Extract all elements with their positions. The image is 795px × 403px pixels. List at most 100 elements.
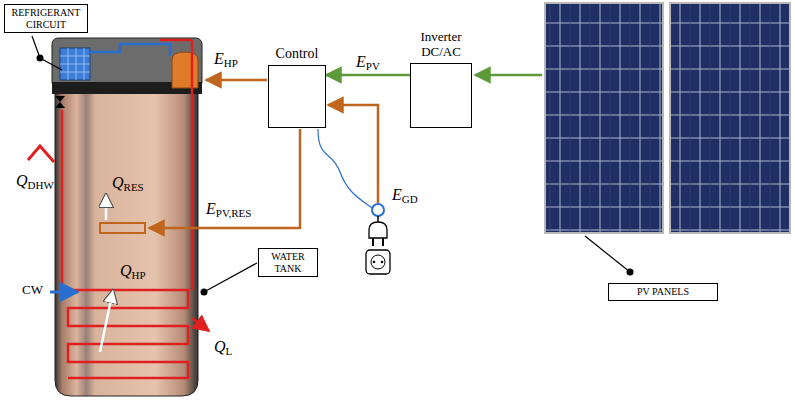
symbol-text: QL <box>214 338 232 355</box>
cold-water-inlet <box>50 292 78 293</box>
edge-label: EPV <box>356 53 380 72</box>
heat-flow-arrow <box>105 194 108 220</box>
resistance-heater <box>100 223 145 233</box>
heat-pump-unit <box>60 48 90 80</box>
symbol-subscript: PV <box>366 60 380 72</box>
control-box: Control <box>258 46 336 128</box>
energy-symbol: EPV <box>356 53 380 70</box>
symbol-letter: E <box>214 50 224 67</box>
water-tank <box>55 92 198 396</box>
grid-plug <box>381 261 384 264</box>
symbol-text: QDHW <box>16 172 54 189</box>
callout-box: PV PANELS <box>608 283 718 301</box>
symbol-label: QL <box>214 338 232 357</box>
symbol-letter: E <box>206 200 216 217</box>
heat-pump-unit <box>52 38 202 94</box>
leader-line <box>37 55 44 62</box>
symbol-label: QRES <box>112 174 144 193</box>
leader-line <box>585 236 630 272</box>
condenser-coil <box>61 110 64 290</box>
pv-panel <box>545 3 663 233</box>
heat-pump-unit <box>90 44 170 56</box>
symbol-letter: Q <box>112 174 124 191</box>
grid-plug <box>318 129 390 274</box>
symbol-label: QHP <box>120 262 146 281</box>
grid-plug <box>371 255 385 269</box>
leader-line <box>204 263 257 292</box>
grid-plug <box>377 216 379 222</box>
pv-panel <box>670 3 790 233</box>
symbol-text: QRES <box>112 174 144 191</box>
energy-line <box>475 74 542 77</box>
symbol-subscript: HP <box>224 57 238 69</box>
symbol-subscript: L <box>226 345 233 357</box>
heat-flow-arrow <box>100 290 113 352</box>
symbol-label: QDHW <box>16 172 54 191</box>
condenser-coil <box>62 40 192 378</box>
grid-plug <box>373 261 376 264</box>
box-outline <box>410 63 472 128</box>
leader-line <box>32 36 634 296</box>
symbol-letter: E <box>356 53 366 70</box>
node-label: WATER TANK <box>262 251 314 274</box>
resistance-heater <box>100 223 145 233</box>
grid-plug <box>366 250 390 274</box>
expansion-valve <box>55 96 65 108</box>
heat-pump-unit <box>52 38 202 88</box>
leader-line <box>32 36 62 70</box>
heat-loss-arrow <box>192 318 209 331</box>
symbol-subscript: RES <box>124 181 144 193</box>
hot-water-outlet <box>28 146 54 162</box>
node-label: PV PANELS <box>612 286 714 298</box>
grid-plug <box>372 204 384 216</box>
heat-loss-arrow <box>192 318 209 331</box>
symbol-label: EPV,RES <box>206 200 251 219</box>
expansion-valve <box>55 96 65 108</box>
symbol-text: CW <box>22 282 43 297</box>
symbol-subscript: GD <box>402 193 418 205</box>
heat-pump-unit <box>160 39 192 42</box>
symbol-text: QHP <box>120 262 146 279</box>
water-tank <box>55 92 198 396</box>
energy-line <box>149 129 300 228</box>
symbol-text: EGD <box>392 186 418 203</box>
node-label: Inverter DC/AC <box>405 30 477 60</box>
heat-flow-arrow <box>100 194 113 352</box>
symbol-text: EPV,RES <box>206 200 251 217</box>
callout-box: WATER TANK <box>258 248 318 277</box>
edge-group <box>326 75 410 76</box>
leader-line <box>201 289 208 296</box>
symbol-label: EHP <box>214 50 238 69</box>
symbol-subscript: DHW <box>28 179 54 191</box>
grid-plug <box>373 238 383 246</box>
symbol-letter: Q <box>214 338 226 355</box>
grid-plug <box>369 222 387 238</box>
heat-pump-unit <box>172 52 198 88</box>
hot-water-outlet <box>28 146 54 162</box>
energy-line <box>149 75 542 228</box>
box-outline <box>268 65 326 128</box>
heat-pump-unit <box>60 48 90 80</box>
symbol-text: EHP <box>214 50 238 67</box>
energy-line <box>328 105 378 203</box>
node-label: Control <box>258 46 336 62</box>
symbol-subscript: HP <box>132 269 146 281</box>
callout-box: REFRIGERANT CIRCUIT <box>4 4 88 33</box>
cold-water-inlet <box>50 291 78 294</box>
energy-line <box>206 79 267 82</box>
symbol-letter: Q <box>120 262 132 279</box>
inverter-box: Inverter DC/AC <box>405 30 477 128</box>
pv-panel <box>545 3 790 233</box>
symbol-letter: Q <box>16 172 28 189</box>
leader-line <box>627 269 634 276</box>
condenser-coil <box>191 40 194 290</box>
symbol-subscript: PV,RES <box>216 207 252 219</box>
symbol-letter: E <box>392 186 402 203</box>
condenser-coil <box>62 290 188 378</box>
energy-arrow <box>326 74 410 77</box>
node-label: REFRIGERANT CIRCUIT <box>8 7 84 30</box>
symbol-label: CW <box>22 282 43 298</box>
grid-plug <box>318 129 372 208</box>
symbol-label: EGD <box>392 186 418 205</box>
